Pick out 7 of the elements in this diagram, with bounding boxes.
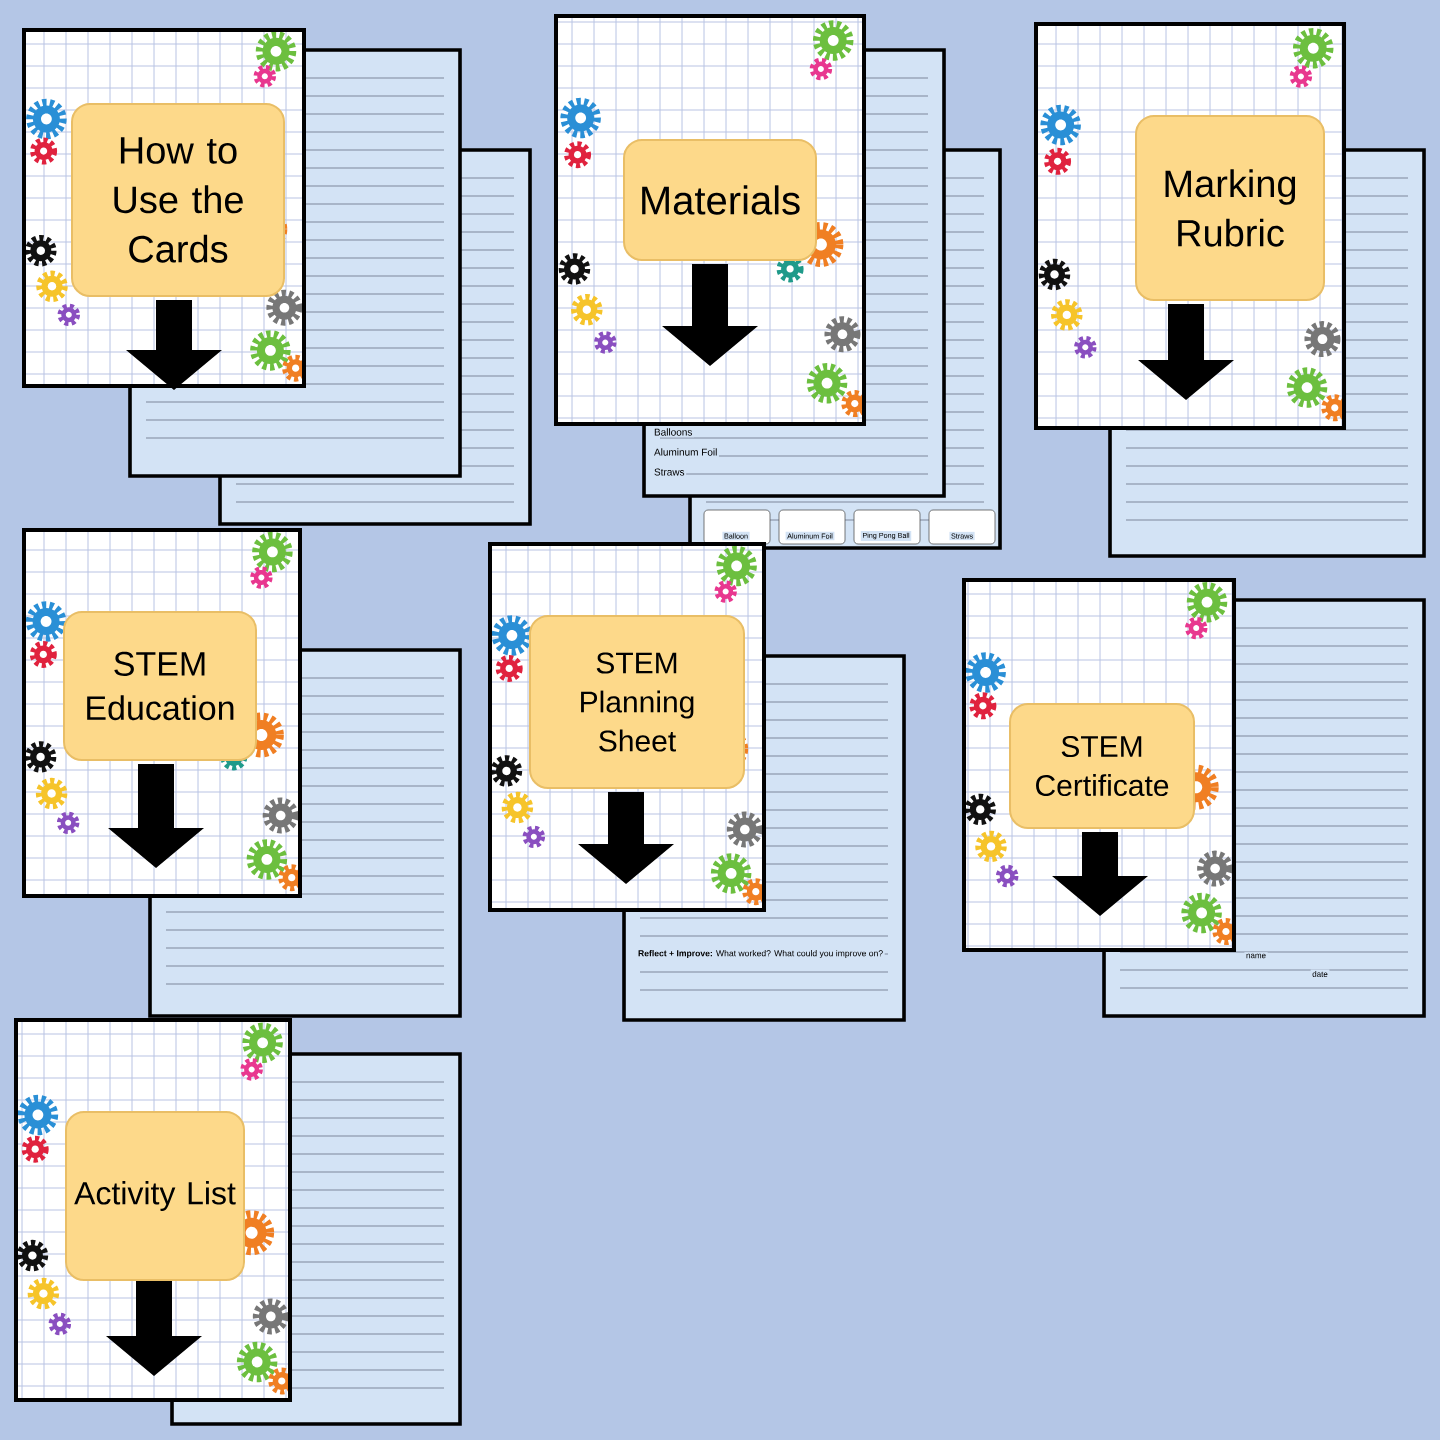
title-box: How to Use the Cards [71,103,285,297]
title-box: Materials [623,139,817,261]
title-box: Marking Rubric [1135,115,1325,301]
title-box: STEM Certificate [1009,703,1195,829]
title-box: STEM Education [63,611,257,761]
title-box: STEM Planning Sheet [529,615,745,789]
title-box: Activity List [65,1111,245,1281]
